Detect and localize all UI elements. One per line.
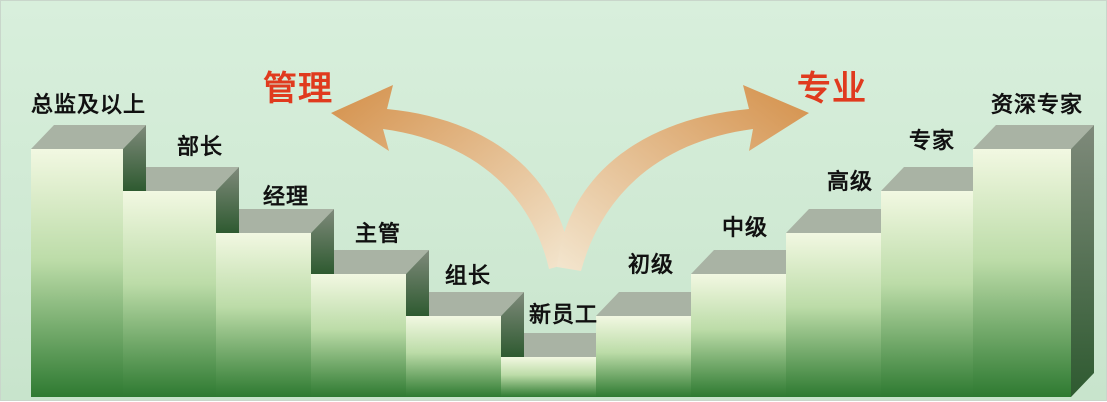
step-label-new-employee: 新员工 [529, 303, 599, 328]
step-label-minister: 部长 [177, 135, 224, 160]
step-9 [786, 209, 904, 397]
management-label: 管理 [263, 69, 333, 109]
step-8 [691, 250, 809, 397]
step-label-supervisor: 主管 [355, 222, 402, 247]
step-4 [311, 209, 429, 397]
step-2 [123, 125, 239, 397]
step-label-expert: 专家 [909, 129, 956, 154]
step-label-manager: 经理 [263, 185, 310, 210]
step-label-intermediate: 中级 [722, 216, 769, 241]
step-label-team-leader: 组长 [445, 264, 492, 289]
professional-label: 专业 [797, 69, 867, 109]
step-10 [881, 167, 996, 397]
step-11 [973, 125, 1094, 397]
step-label-junior: 初级 [628, 253, 675, 278]
step-5 [406, 250, 524, 397]
step-1 [31, 125, 146, 397]
step-3 [216, 167, 334, 397]
step-label-director: 总监及以上 [31, 93, 147, 118]
step-label-senior-expert: 资深专家 [991, 93, 1084, 118]
professional-arrow [557, 85, 809, 271]
step-7 [596, 292, 714, 397]
management-arrow [331, 85, 571, 269]
step-6 [501, 292, 619, 397]
step-label-senior: 高级 [827, 170, 874, 195]
